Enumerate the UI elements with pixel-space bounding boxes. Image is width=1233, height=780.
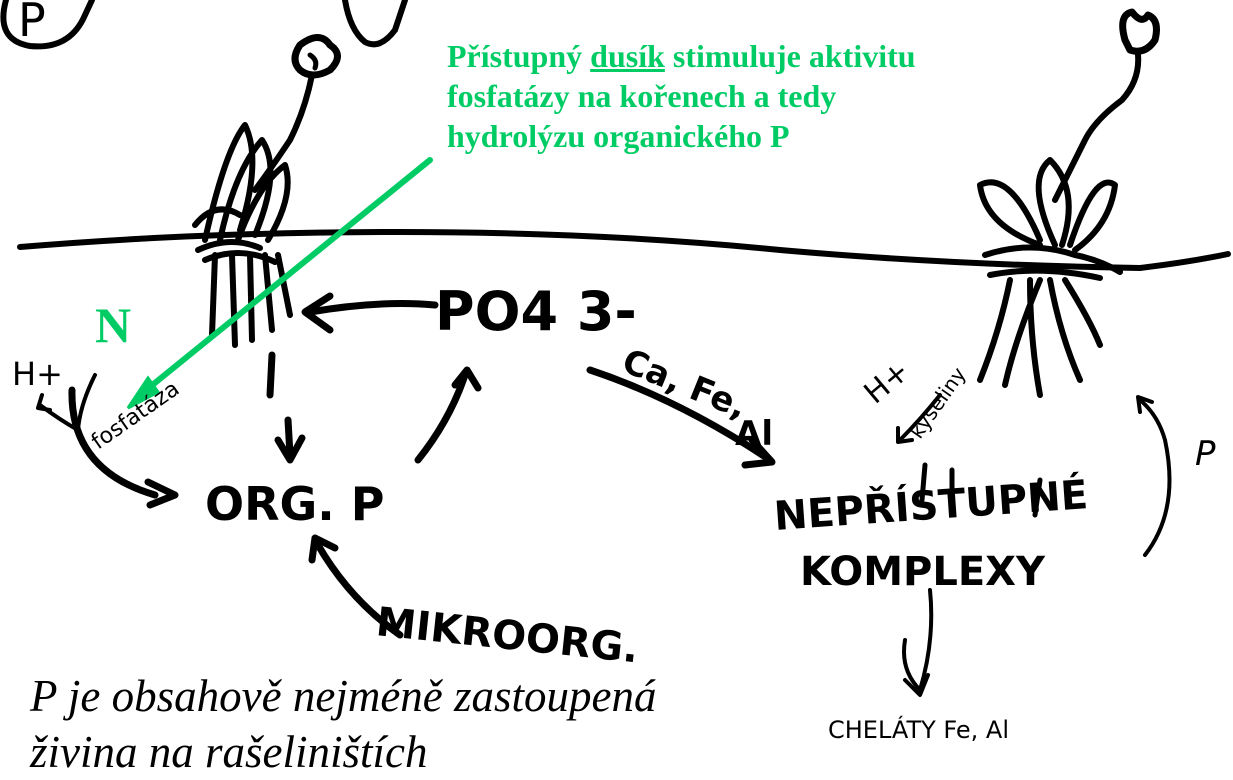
microorganisms-label: MIKROORG. (374, 599, 641, 672)
org-p-label: ORG. P (205, 477, 385, 531)
note-text-before: Přístupný (447, 38, 591, 74)
phosphate-label: PO4 3- (435, 280, 637, 343)
complexes-line2-label: KOMPLEXY (800, 549, 1046, 595)
metals-label-bottom: Al (735, 414, 773, 454)
arrow-p-release (1138, 398, 1172, 557)
phosphorus-cycle-diagram: P (0, 0, 1231, 744)
arrow-proton-right (898, 393, 942, 442)
metals-label-top: Ca, Fe, (617, 341, 753, 427)
header-letter: P (18, 0, 46, 47)
arrow-orgp-to-phosphate (414, 371, 469, 464)
proton-left-label: H+ (12, 355, 63, 393)
arrow-phosphate-to-root (306, 300, 439, 316)
left-plant-icon (192, 34, 341, 348)
arrow-root-to-orgp (266, 351, 294, 459)
proton-right-label: H+ (858, 354, 917, 411)
p-right-label: P (1195, 434, 1216, 474)
chelates-label: CHELÁTY Fe, Al (828, 715, 1009, 744)
complexes-line1-label: NEPŘÍSTUPNÉ (772, 470, 1089, 540)
phosphatase-label: fosfatáza (87, 376, 184, 454)
process-arrows (36, 292, 1172, 697)
arrow-microorg-to-orgp (314, 541, 404, 639)
complex-tick-marks (919, 462, 1043, 518)
arrow-complex-to-chelates (902, 588, 934, 692)
arrow-root-to-orgp-left (68, 386, 159, 499)
nitrogen-arrow (126, 157, 433, 410)
nitrogen-label: N (95, 297, 132, 353)
note-text-after: stimuluje aktivitu fosfatázy na kořenech… (447, 38, 916, 154)
right-plant-icon (977, 8, 1160, 398)
note-keyword: dusík (590, 38, 665, 74)
header-circle: P (0, 0, 95, 50)
header-title-fragment (342, 0, 408, 48)
arrow-phosphate-to-complexes (586, 366, 774, 464)
acids-label: kyseliny (904, 363, 970, 443)
bottom-caption: P je obsahově nejméně zastoupená živina … (30, 671, 657, 777)
arrow-proton-left (38, 373, 97, 432)
nitrogen-note: Přístupný dusík stimuluje aktivitu fosfa… (447, 36, 917, 156)
